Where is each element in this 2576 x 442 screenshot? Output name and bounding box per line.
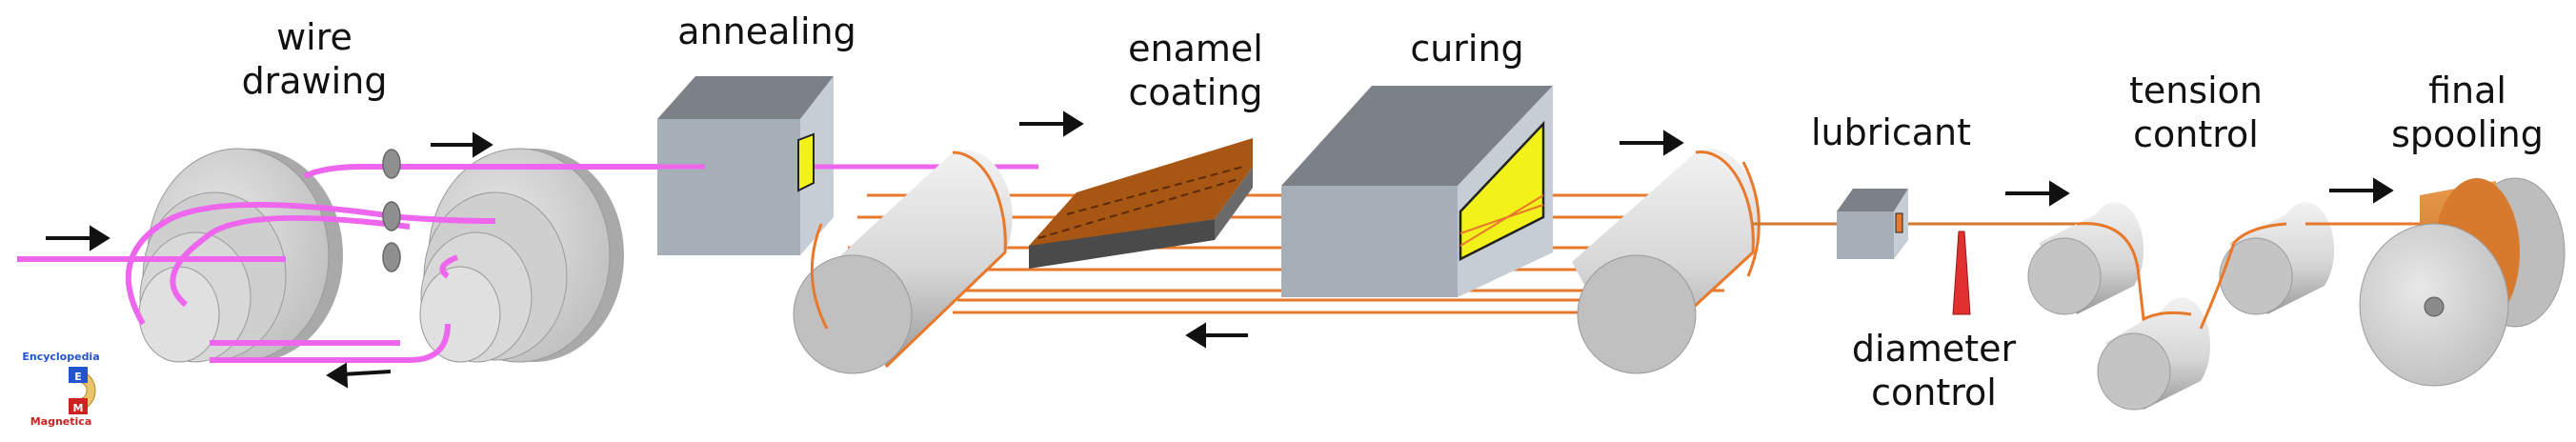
diameter-sensor [1952, 231, 1971, 315]
tension-roller-1 [2027, 202, 2144, 315]
arrow-left-icon [326, 362, 392, 389]
label-curing: curing [1410, 28, 1524, 70]
label-line: control [1871, 372, 1997, 413]
drawing-dies [382, 149, 401, 272]
arrow-right-icon [46, 225, 111, 251]
label-line: drawing [241, 60, 388, 102]
arrow-right-icon [2005, 180, 2070, 207]
logo-top-text: Encyclopedia [22, 351, 99, 363]
flow-arrows [46, 110, 2394, 389]
label-line: diameter [1851, 328, 2017, 370]
enamel-coating-applicator [1029, 138, 1253, 269]
label-line: final [2428, 70, 2506, 111]
lubricant-applicator [1837, 189, 1908, 259]
encyclopedia-magnetica-logo: E M Encyclopedia Magnetica [22, 351, 99, 428]
curing-oven [1281, 86, 1553, 297]
label-tension-control: tension control [2110, 69, 2282, 156]
label-diameter-control: diameter control [1824, 327, 2043, 414]
label-final-spooling: final spooling [2377, 69, 2558, 156]
label-line: wire [276, 16, 352, 58]
label-line: control [2133, 113, 2259, 155]
label-line: coating [1128, 71, 1263, 113]
arrow-left-icon [1185, 322, 1248, 349]
wire-drawing-machine [17, 148, 657, 363]
label-line: enamel [1128, 28, 1263, 70]
label-wire-drawing: wire drawing [238, 15, 391, 103]
tension-roller-3 [2199, 202, 2335, 330]
arrow-right-icon [1019, 110, 1084, 137]
logo-bottom-text: Magnetica [30, 415, 92, 428]
arrow-right-icon [2329, 177, 2394, 204]
logo-letter-e: E [74, 371, 82, 383]
label-line: spooling [2391, 113, 2544, 155]
label-lubricant: lubricant [1810, 111, 1972, 153]
logo-letter-m: M [73, 402, 84, 414]
label-annealing: annealing [677, 10, 856, 52]
label-line: tension [2128, 70, 2264, 111]
drawing-drum-right [419, 148, 624, 363]
tension-roller-2 [2097, 275, 2211, 411]
drawing-drum-left [138, 148, 343, 363]
final-spool [2359, 177, 2566, 387]
coating-drum-right [1572, 149, 1761, 374]
label-enamel-coating: enamel coating [1105, 27, 1286, 114]
arrow-right-icon [1620, 130, 1684, 156]
raw-wire [17, 164, 657, 363]
coating-drum-left [793, 150, 1013, 374]
arrow-right-icon [431, 131, 493, 158]
